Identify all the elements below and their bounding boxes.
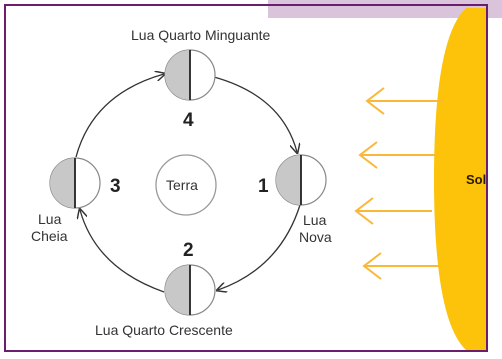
label-cheia-1: Lua	[38, 211, 62, 227]
orbit-arc	[75, 74, 164, 158]
earth	[155, 154, 217, 216]
diagram-frame	[4, 4, 488, 352]
sunlight-arrow	[358, 141, 436, 169]
orbit	[75, 74, 301, 293]
moon-quarto-crescente	[164, 264, 216, 316]
label-nova-1: Lua	[303, 212, 327, 228]
moon-cheia	[49, 157, 101, 209]
number-4: 4	[183, 110, 194, 131]
orbit-arc	[213, 76, 297, 152]
number-3: 3	[110, 176, 121, 197]
sunlight-arrow	[365, 87, 443, 115]
moon-quarto-minguante	[164, 49, 216, 101]
sunlight-arrow	[354, 197, 432, 225]
number-1: 1	[258, 176, 269, 197]
moon-nova	[275, 154, 327, 206]
sunlight-arrow	[362, 252, 440, 280]
label-quarto-minguante: Lua Quarto Minguante	[131, 27, 271, 43]
sunlight-arrows	[354, 87, 443, 280]
orbit-arc	[218, 204, 301, 290]
label-nova-2: Nova	[299, 229, 332, 245]
label-sol: Sol	[466, 172, 487, 187]
number-2: 2	[183, 240, 194, 261]
label-quarto-crescente: Lua Quarto Crescente	[95, 322, 233, 338]
orbit-arc	[80, 210, 165, 293]
label-cheia-2: Cheia	[31, 228, 68, 244]
sun	[434, 8, 486, 350]
label-terra: Terra	[166, 177, 198, 193]
